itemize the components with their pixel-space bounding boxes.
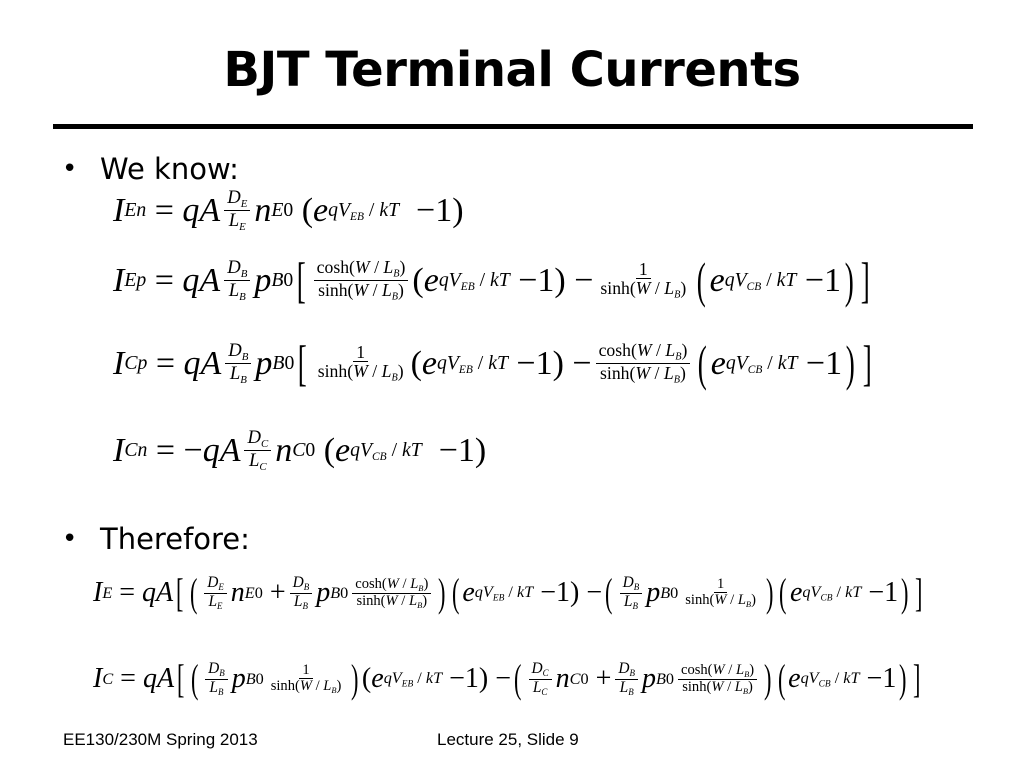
bullet-label: Therefore: bbox=[100, 522, 250, 556]
slide-title: BJT Terminal Currents bbox=[223, 42, 801, 98]
bullet-label: We know: bbox=[100, 152, 239, 186]
footer-slide-number: Lecture 25, Slide 9 bbox=[437, 730, 579, 749]
bullet-we-know: • We know: bbox=[62, 152, 239, 186]
title-divider bbox=[53, 124, 973, 129]
bullet-dot: • bbox=[62, 524, 78, 554]
bullet-dot: • bbox=[62, 154, 78, 184]
bullet-therefore: • Therefore: bbox=[62, 522, 250, 556]
footer-course: EE130/230M Spring 2013 bbox=[63, 730, 258, 749]
